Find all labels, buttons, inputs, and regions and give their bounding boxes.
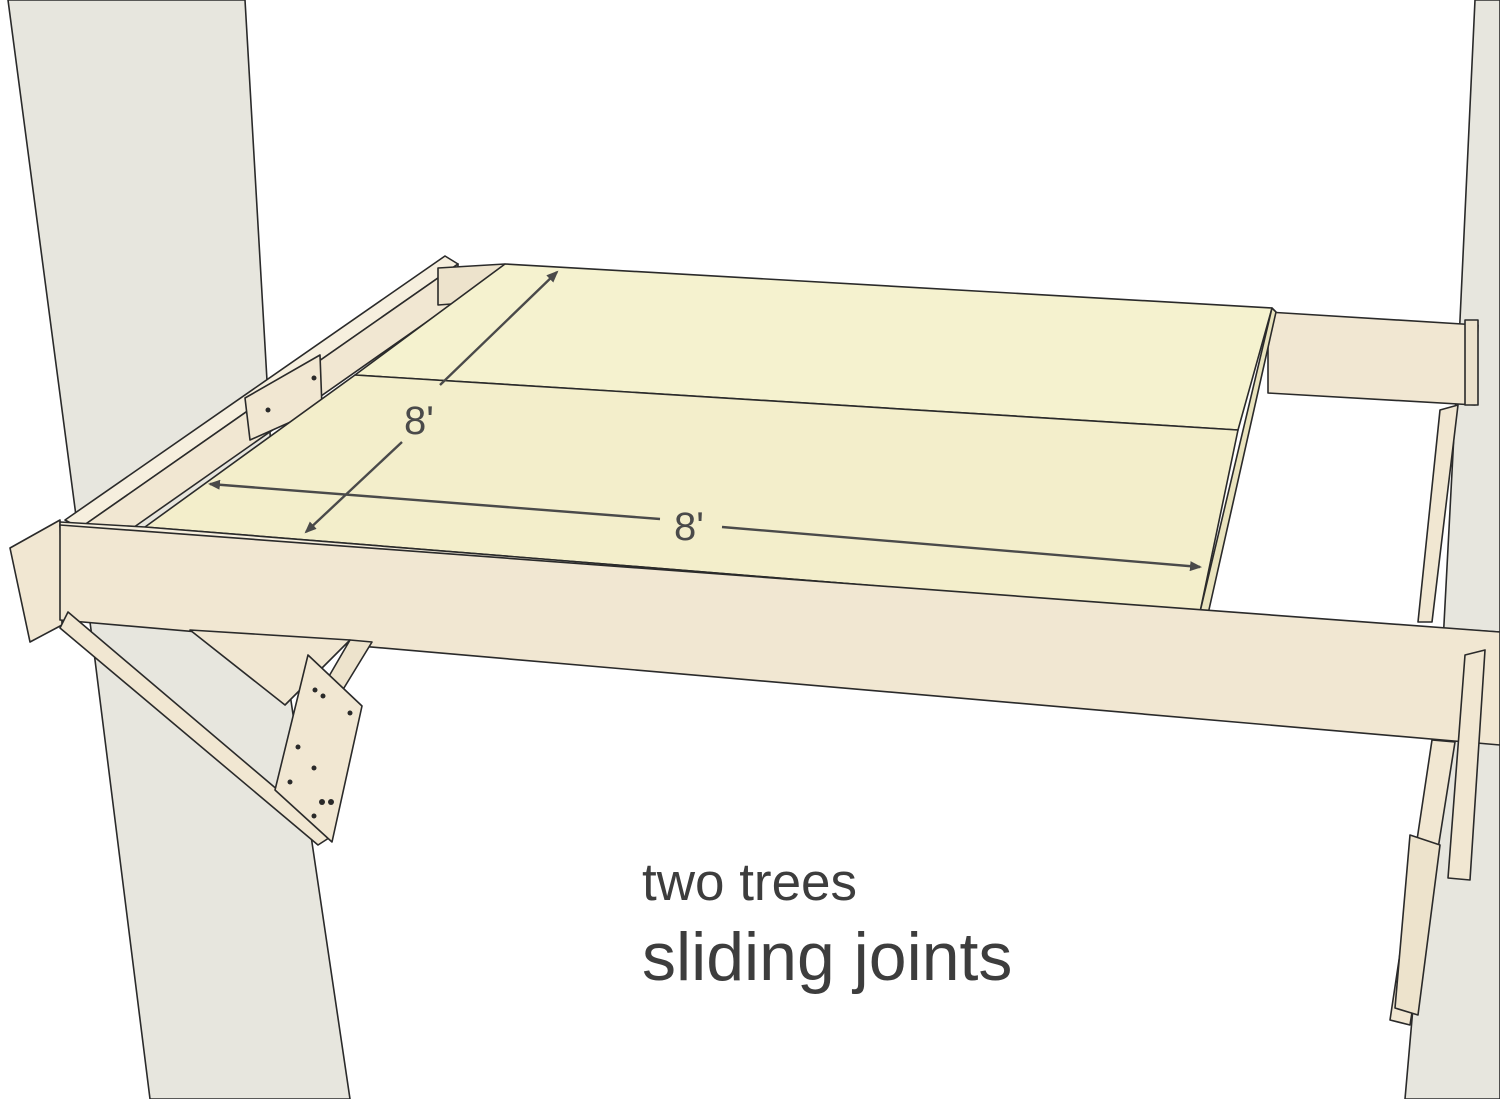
knee-brace — [59, 611, 333, 846]
bolt-icon — [311, 813, 317, 819]
left-outer-board — [9, 519, 63, 643]
width-dimension-line — [208, 479, 661, 521]
front-beam — [59, 524, 1500, 746]
bracket-bolts — [287, 687, 353, 819]
width-dimension-line — [721, 525, 1202, 572]
width-dimension-label: 8' — [674, 505, 704, 549]
depth-dimension-line — [304, 441, 403, 534]
bolt-icon — [319, 799, 325, 805]
lower-bracket-plate — [274, 654, 363, 843]
far-beam-end — [1464, 319, 1479, 406]
bolt-icon — [328, 799, 334, 805]
right-lower-plate — [1394, 834, 1441, 1016]
bolt-icon — [311, 375, 317, 381]
caption-title: sliding joints — [642, 919, 1013, 995]
right-side-beam — [1417, 404, 1459, 623]
bolt-icon — [295, 744, 301, 750]
bolt-icon — [287, 779, 293, 785]
bolt-icon — [312, 687, 318, 693]
caption-subtitle: two trees — [642, 853, 858, 912]
bolt-icon — [311, 765, 317, 771]
depth-dimension-label: 8' — [404, 399, 434, 443]
bolt-icon — [347, 710, 353, 716]
far-beam — [1267, 311, 1479, 406]
depth-dimension-line — [439, 270, 559, 386]
right-tree-trunk — [1404, 0, 1500, 1099]
right-end-board — [1447, 649, 1486, 881]
bolt-icon — [320, 693, 326, 699]
bolt-icon — [265, 407, 271, 413]
